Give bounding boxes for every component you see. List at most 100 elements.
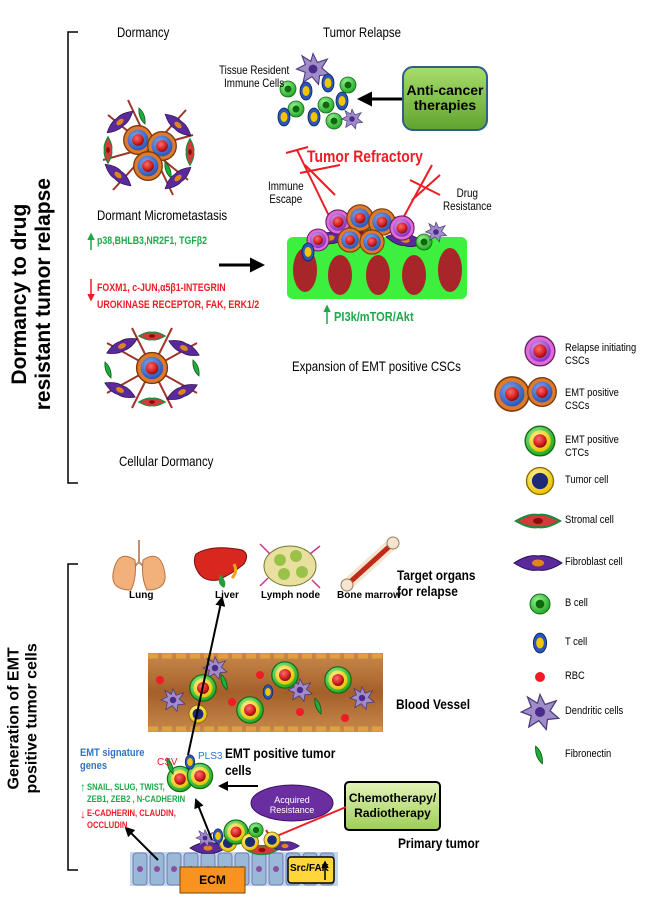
chemo-line1: Chemotherapy/ xyxy=(348,791,437,805)
down-genes-label: E-CADHERIN, CLAUDIN, OCCLUDIN xyxy=(87,808,176,831)
legend-relapse-line1: Relapse initiating xyxy=(565,342,637,354)
bone-marrow-icon xyxy=(340,536,400,592)
down-markers-label: FOXM1, c-JUN,α5β1-INTEGRIN UROKINASE REC… xyxy=(97,280,259,313)
anticancer-line1: Anti-cancer xyxy=(406,82,484,98)
up-markers-label: p38,BHLB3,NR2F1, TGFβ2 xyxy=(97,235,208,247)
b-cell-icon xyxy=(529,593,551,615)
legend-relapse-line2: CSCs xyxy=(565,354,590,367)
down-markers-line2: UROKINASE RECEPTOR, FAK, ERK1/2 xyxy=(97,298,260,311)
down-genes-arrow-glyph: ↓ xyxy=(80,807,86,821)
emt-positive-line1: EMT positive tumor xyxy=(225,745,336,761)
organ-label-liver: Liver xyxy=(215,590,239,601)
lung-icon xyxy=(112,540,166,591)
legend-label-fibroblast-cell: Fibroblast cell xyxy=(565,556,623,568)
emt-positive-ctc-icon xyxy=(524,425,556,457)
tumor-to-emt-arrow xyxy=(194,798,213,841)
down-genes-line1: E-CADHERIN, CLAUDIN, xyxy=(87,808,176,818)
chemo-line2: Radiotherapy xyxy=(354,806,431,820)
emt-positive-line2: cells xyxy=(225,761,252,778)
legend-icons xyxy=(494,335,563,765)
rbc-icon xyxy=(535,672,545,682)
chemo-inhibition-line xyxy=(271,806,347,839)
dormant-micrometastasis-graphic xyxy=(101,99,195,196)
organ-label-lymph-node: Lymph node xyxy=(261,590,321,601)
immune-escape-label: Immune Escape xyxy=(268,180,304,205)
tissue-resident-line1: Tissue Resident xyxy=(219,63,290,77)
acquired-line2: Resistance xyxy=(269,805,315,816)
tissue-resident-label: Tissue Resident Immune Cells xyxy=(219,64,289,89)
liver-icon xyxy=(193,547,248,588)
ecm-label: ECM xyxy=(199,873,226,887)
legend-label-relapse-initiating: Relapse initiating CSCs xyxy=(565,342,636,367)
csv-label: CSV xyxy=(157,757,178,768)
primary-tumor-label: Primary tumor xyxy=(398,835,480,851)
tumor-expansion-graphic xyxy=(287,204,467,299)
heading-dormancy: Dormancy xyxy=(117,24,170,40)
chemotherapy-box xyxy=(344,781,441,831)
up-genes-line1: SNAIL, SLUG, TWIST, xyxy=(87,782,165,792)
legend-label-fibronectin: Fibronectin xyxy=(565,748,612,760)
dormant-micrometastasis-label: Dormant Micrometastasis xyxy=(97,207,228,223)
up-genes-label: SNAIL, SLUG, TWIST, ZEB1, ZEB2 , N-CADHE… xyxy=(87,782,185,805)
to-liver-arrow xyxy=(187,596,226,756)
bottom-side-label-line1: Generation of EMT xyxy=(5,647,23,790)
legend-label-emt-ctc: EMT positive CTCs xyxy=(565,434,619,459)
up-genes-arrow-glyph: ↑ xyxy=(80,780,86,794)
heading-tumor-relapse: Tumor Relapse xyxy=(323,24,402,40)
anticancer-therapies-label: Anti-cancer therapies xyxy=(403,83,487,112)
immune-escape-line2: Escape xyxy=(269,191,303,206)
dendritic-cell-icon xyxy=(520,693,560,731)
primary-tumor-graphic xyxy=(130,819,338,894)
emt-positive-tumor-cells-label: EMT positive tumor cells xyxy=(225,745,335,779)
drug-resistance-inhibition xyxy=(389,164,441,225)
immune-escape-line1: Immune xyxy=(268,179,304,193)
organ-label-lung: Lung xyxy=(129,590,154,601)
drug-resistance-label: Drug Resistance xyxy=(443,187,492,212)
top-side-label-line2: resistant tumor relapse xyxy=(32,178,55,411)
bottom-side-label-line2: positive tumor cells xyxy=(24,643,41,794)
pls3-label: PLS3 xyxy=(198,751,223,762)
emt-positive-csc-icon xyxy=(494,376,530,412)
chemotherapy-label: Chemotherapy/ Radiotherapy xyxy=(345,791,440,821)
fibronectin-icon xyxy=(535,745,543,765)
emt-signature-line2: genes xyxy=(80,760,108,773)
anticancer-therapies-box xyxy=(402,66,488,131)
tissue-resident-immune-cells-graphic xyxy=(277,53,363,130)
acquired-resistance-label: Acquired Resistance xyxy=(251,795,333,816)
legend-label-rbc: RBC xyxy=(565,670,585,682)
ecm-to-emt-arrow xyxy=(124,826,159,861)
legend-label-t-cell: T cell xyxy=(565,636,588,648)
legend-label-dendritic-cells: Dendritic cells xyxy=(565,705,624,717)
down-genes-line2: OCCLUDIN xyxy=(87,819,128,830)
tumor-cell-icon xyxy=(525,466,555,496)
legend-label-emt-csc: EMT positive CSCs xyxy=(565,387,619,412)
organ-label-bone-marrow: Bone marrow xyxy=(337,590,401,601)
anticancer-line2: therapies xyxy=(413,96,477,113)
emt-positive-csc-icon-2 xyxy=(527,377,557,407)
immune-escape-inhibition xyxy=(285,146,341,219)
top-side-label-line1: Dormancy to drug xyxy=(7,203,31,385)
legend-label-tumor-cell: Tumor cell xyxy=(565,474,609,486)
blood-vessel-label: Blood Vessel xyxy=(396,696,471,712)
cellular-dormancy-label: Cellular Dormancy xyxy=(119,453,214,469)
top-side-label: Dormancy to drug resistant tumor relapse xyxy=(8,124,56,464)
fibroblast-cell-icon xyxy=(513,555,563,571)
down-markers-line1: FOXM1, c-JUN,α5β1-INTEGRIN xyxy=(97,282,226,294)
cellular-dormancy-graphic xyxy=(102,327,202,409)
target-organs-label: Target organs for relapse xyxy=(397,567,475,599)
expansion-label: Expansion of EMT positive CSCs xyxy=(292,358,461,374)
acquired-resistance-oval xyxy=(250,784,334,822)
target-organs-line1: Target organs xyxy=(397,567,476,583)
bottom-side-label: Generation of EMT positive tumor cells xyxy=(6,598,43,838)
t-cell-icon xyxy=(532,632,548,654)
tissue-resident-line2: Immune Cells xyxy=(224,75,285,90)
src-fak-label: Src/FAK xyxy=(290,863,329,874)
tumor-refractory-label: Tumor Refractory xyxy=(307,147,423,166)
blood-vessel-graphic xyxy=(148,653,383,732)
emt-signature-line1: EMT signature xyxy=(80,747,145,759)
stromal-cell-icon xyxy=(515,513,561,529)
legend-label-b-cell: B cell xyxy=(565,597,588,609)
drug-resistance-line1: Drug xyxy=(456,186,479,200)
legend-label-stromal-cell: Stromal cell xyxy=(565,514,614,526)
